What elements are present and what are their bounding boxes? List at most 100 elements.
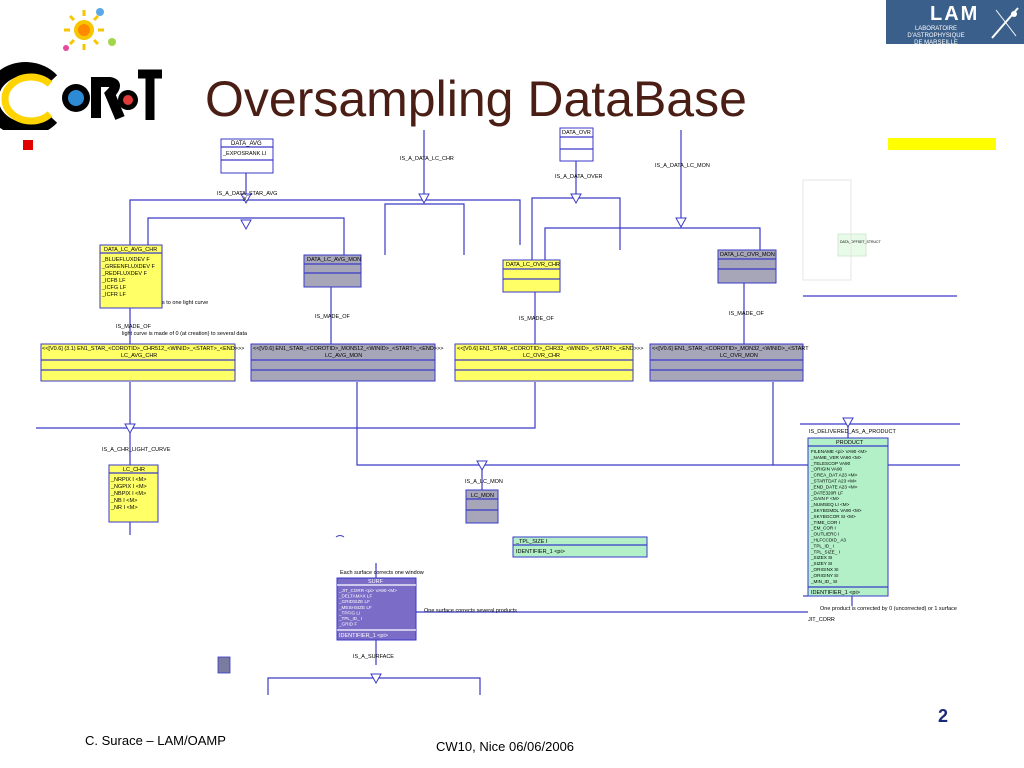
entity-attr: _TPFIG LI xyxy=(338,610,360,615)
entity-attr: _TPL_SIZE I xyxy=(515,539,548,545)
entity-title: LC_AVG_MON xyxy=(325,353,362,359)
entity-identifier: IDENTIFIER_1 <pi> xyxy=(516,549,565,555)
entity-attr: _GREENFLUXDEV F xyxy=(101,264,156,270)
relation-label: IS_A_SURFACE xyxy=(353,654,394,660)
entity-lc-avg-chr[interactable]: <<[V0.6] (3.1) EN1_STAR_<COROTID>_CHR512… xyxy=(40,343,244,382)
inheritance-icon: X xyxy=(240,193,252,205)
entity-title: SURF xyxy=(368,579,384,585)
entity-attr: _NUMSEQ LI <M> xyxy=(810,502,850,507)
entity-data-lc-avg-mon[interactable]: DATA_LC_AVG_MON xyxy=(303,254,362,288)
entity-title: DATA_LC_OVR_MON xyxy=(720,252,775,258)
relation-label: IS_MADE_OF xyxy=(519,316,554,322)
relation-label: JIT_CORR xyxy=(808,617,835,623)
bullet-marker xyxy=(23,140,33,150)
relation-label: IS_DELIVERED_AS_A_PRODUCT xyxy=(809,429,896,435)
entity-attr: _MIN_ID_ SI xyxy=(810,579,837,584)
lam-logo-name: LAM xyxy=(930,3,980,25)
entity-attr: _NGPIX I <M> xyxy=(110,484,147,490)
entity-stereotype: <<[V0.6] EN1_STAR_<COROTID>_CHR32_<WINID… xyxy=(457,346,643,352)
entity-data-ovr[interactable]: DATA_OVR xyxy=(559,127,594,162)
entity-attr: _ICFB LF xyxy=(101,278,126,284)
entity-lc-mon[interactable]: LC_MON xyxy=(465,489,499,524)
inheritance-icon xyxy=(370,673,382,685)
note-text: Each surface corrects one window xyxy=(340,570,424,576)
entity-lc-ovr-chr[interactable]: <<[V0.6] EN1_STAR_<COROTID>_CHR32_<WINID… xyxy=(454,343,643,382)
entity-attr: _TIME_COR I xyxy=(810,520,840,525)
entity-title: LC_CHR xyxy=(123,467,145,473)
entity-attr: _GRID F xyxy=(338,622,357,627)
entity-attr: _SIZEY SI xyxy=(810,561,832,566)
relation-label: IS_A_DATA_LC_CHR xyxy=(400,156,454,162)
entity-attr: _END_DATE A23 <M> xyxy=(810,484,858,489)
entity-green-box[interactable]: _TPL_SIZE I IDENTIFIER_1 <pi> xyxy=(512,536,648,558)
entity-title: LC_OVR_MON xyxy=(720,353,758,359)
entity-lc-avg-mon[interactable]: <<[V0.6] EN1_STAR_<COROTID>_MON512_<WINI… xyxy=(250,343,443,382)
entity-attr: _EXPOSRANK LI xyxy=(222,151,267,157)
entity-data-lc-ovr-mon[interactable]: DATA_LC_OVR_MON xyxy=(717,249,777,284)
page-number: 2 xyxy=(938,706,949,726)
entity-attr: _REDFLUXDEV F xyxy=(101,271,148,277)
entity-attr: _ORIGINX SI xyxy=(810,567,839,572)
entity-title: DATA_LC_AVG_MON xyxy=(307,257,361,263)
inheritance-icon xyxy=(570,193,582,205)
entity-attr: _JIT_CORR <pi> VA90 <M> xyxy=(338,588,397,593)
inheritance-icon xyxy=(124,423,136,435)
note-text: s to one light curve xyxy=(162,300,208,306)
svg-text:X: X xyxy=(243,197,247,203)
entity-attr: _NR I <M> xyxy=(110,505,138,511)
entity-product[interactable]: PRODUCT FILENAME <pi> VA90 <M>_NAME_VER … xyxy=(807,437,889,597)
entity-attr: _ICFG LF xyxy=(101,285,127,291)
entity-attr: _ORIGINY SI xyxy=(810,573,839,578)
entity-stereotype: <<[V0.6] EN1_STAR_<COROTID>_MON512_<WINI… xyxy=(253,346,443,352)
entity-attr: _BLUEFLUXDEV F xyxy=(101,257,150,263)
entity-attr: _DELTAMAX LF xyxy=(338,594,372,599)
entity-attr: _TELESCOP VA90 xyxy=(810,461,851,466)
entity-identifier: IDENTIFIER_1 <pi> xyxy=(811,590,860,596)
entity-attr: _GAIN F <M> xyxy=(810,496,840,501)
corot-logo xyxy=(0,8,162,130)
lam-logo: LAM LABORATOIRE D'ASTROPHYSIQUE DE MARSE… xyxy=(886,0,1024,46)
entity-attr: _HLFCCDID_ A3 xyxy=(810,538,846,543)
entity-attr: _TPL_ID_ I xyxy=(810,543,834,548)
lam-logo-subtitle: LABORATOIRE D'ASTROPHYSIQUE DE MARSEILLE xyxy=(907,26,965,46)
entity-data-lc-avg-chr[interactable]: DATA_LC_AVG_CHR _BLUEFLUXDEV F _GREENFLU… xyxy=(99,244,163,309)
note-text: light curve is made of 0 (at creation) t… xyxy=(122,331,248,337)
connector-fragment xyxy=(335,535,345,538)
inheritance-symbols: X xyxy=(124,193,854,685)
note-text: DATA_OFFSET_STRUCT xyxy=(840,240,882,244)
entity-title: DATA_OVR xyxy=(562,130,591,136)
slide-title: Oversampling DataBase xyxy=(205,71,747,127)
entity-title: LC_AVG_CHR xyxy=(121,353,157,359)
entity-attr-list: FILENAME <pi> VA90 <M>_NAME_VER VA90 <M>… xyxy=(810,449,867,584)
entity-title: PRODUCT xyxy=(836,440,864,446)
entity-data-avg[interactable]: DATA_AVG _EXPOSRANK LI xyxy=(220,138,274,174)
entity-title: LC_MON xyxy=(471,493,494,499)
entity-lc-ovr-mon[interactable]: <<[V0.6] EN1_STAR_<COROTID>_MON32_<WINID… xyxy=(649,343,809,382)
sun-icon xyxy=(63,8,116,51)
entity-attr: _NAME_VER VA90 <M> xyxy=(810,455,862,460)
entity-attr: _TPL_ID_ I xyxy=(338,616,362,621)
logo-letter-r xyxy=(91,77,125,120)
inheritance-icon xyxy=(842,417,854,429)
highlight-band xyxy=(888,138,996,150)
relation-label: IS_A_DATA_LC_MON xyxy=(655,163,710,169)
relation-label: IS_MADE_OF xyxy=(116,324,151,330)
entity-attr-list: _JIT_CORR <pi> VA90 <M>_DELTAMAX LF _GRID… xyxy=(338,588,397,627)
faded-entity xyxy=(802,179,852,281)
entity-attr: _EM_COR I xyxy=(810,526,836,531)
entity-attr: _ORIGIN VA90 xyxy=(810,467,843,472)
small-entity-fragment xyxy=(217,656,231,674)
relation-label: IS_A_CHR_LIGHT_CURVE xyxy=(102,447,171,453)
note-text: One surface corrects several products xyxy=(424,608,517,614)
entity-attr: _SKYBGMDL VA90 <M> xyxy=(810,508,862,513)
entity-title: DATA_AVG xyxy=(231,141,262,147)
relation-label: IS_MADE_OF xyxy=(315,314,350,320)
entity-stereotype: <<[V0.6] (3.1) EN1_STAR_<COROTID>_CHR512… xyxy=(42,346,244,352)
relation-label: IS_A_DATA_STAR_AVG xyxy=(217,191,277,197)
entity-surf[interactable]: SURF _JIT_CORR <pi> VA90 <M>_DELTAMAX LF… xyxy=(336,577,417,641)
entity-identifier: IDENTIFIER_1 <pi> xyxy=(339,633,388,639)
entity-data-lc-ovr-chr[interactable]: DATA_LC_OVR_CHR xyxy=(502,259,561,293)
entity-lc-chr[interactable]: LC_CHR _NRPIX I <M> _NGPIX I <M> _NBPIX … xyxy=(108,464,159,523)
entity-attr: _OUTLIERC I xyxy=(810,532,839,537)
